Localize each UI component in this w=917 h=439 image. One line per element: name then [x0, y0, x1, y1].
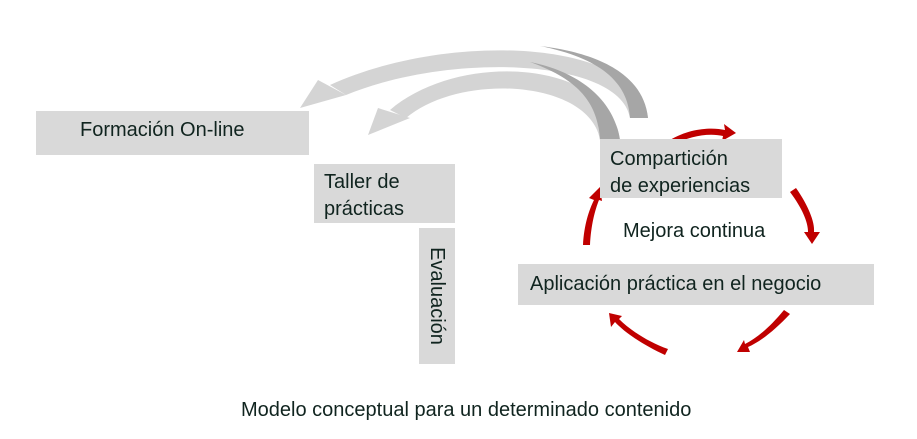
- stage-aplicacion-label: Aplicación práctica en el negocio: [530, 273, 822, 295]
- feedback-arrow-to-taller: [368, 62, 620, 140]
- cycle-arrow-bottom-right: [737, 310, 790, 352]
- cycle-arrow-left: [583, 187, 602, 245]
- feedback-arrow-to-formacion: [300, 46, 648, 118]
- stage-evaluacion: [419, 228, 455, 364]
- cycle-label: Mejora continua: [623, 220, 766, 242]
- diagram-caption: Modelo conceptual para un determinado co…: [241, 399, 692, 421]
- cycle-arrow-right: [790, 188, 820, 244]
- stage-evaluacion-label: Evaluación: [426, 247, 448, 345]
- stage-taller-practicas: [314, 164, 455, 223]
- stage-taller-label-line2: prácticas: [324, 198, 405, 220]
- stage-comparticion-label-line2: de experiencias: [610, 175, 751, 197]
- stage-taller-label-line1: Taller de: [324, 171, 400, 193]
- cycle-arrow-bottom-left: [609, 313, 668, 355]
- stage-formacion-label: Formación On-line: [80, 119, 245, 141]
- stage-formacion-online: [36, 111, 309, 155]
- stage-comparticion: [600, 139, 782, 198]
- stage-aplicacion: [518, 264, 874, 305]
- stage-comparticion-label-line1: Compartición: [610, 148, 728, 170]
- cycle-arrow-top: [670, 124, 736, 146]
- cycle-arrows: [583, 124, 820, 355]
